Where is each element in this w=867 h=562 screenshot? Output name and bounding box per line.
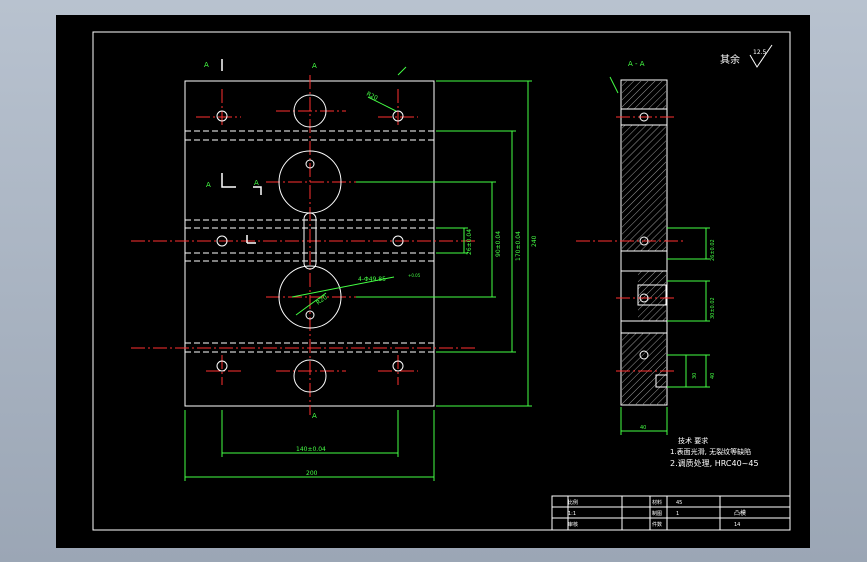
dim-holes: 4-Φ49.85: [358, 276, 386, 283]
tb-c2: 1:1: [568, 511, 576, 517]
section-hatch: [622, 81, 666, 405]
tb-c8: 件数: [652, 521, 662, 528]
section-view: A - A: [576, 60, 716, 435]
tb-c5: 制图: [652, 510, 662, 517]
border-frame: [92, 31, 791, 531]
side-dim-h1: 26±0.02: [710, 239, 716, 261]
dim-radius: R20: [315, 294, 329, 307]
dim-h2: 90±0.04: [495, 231, 502, 257]
hole-circles: [216, 94, 404, 393]
side-dim-w: 40: [640, 425, 646, 431]
dim-h1: 170±0.04: [515, 231, 522, 261]
notes-line1: 1.表面光滑, 无裂纹等缺陷: [670, 447, 751, 456]
section-label: A - A: [628, 60, 645, 68]
tb-c9: 1: [676, 511, 679, 517]
section-details: [621, 108, 668, 388]
section-center-lines: [576, 116, 686, 372]
hidden-lines: [185, 130, 434, 353]
technical-notes: 技术 要求 1.表面光滑, 无裂纹等缺陷 2.调质处理, HRC40~45: [670, 436, 759, 468]
cad-drawing: A A A A A: [92, 31, 791, 531]
tb-c7: 凸模: [734, 509, 746, 517]
tb-c3: 材料: [652, 499, 662, 506]
dim-radius-top: R20: [365, 91, 379, 103]
roughness-value: 12.5: [753, 49, 767, 56]
drawing-sheet: A A A A A: [56, 15, 810, 548]
dim-height-total: 240: [531, 235, 538, 247]
section-holes: [639, 112, 649, 360]
tb-c4: 45: [676, 500, 682, 506]
tb-c6: 审核: [568, 521, 578, 528]
side-dim-h4: 40: [710, 373, 716, 379]
dim-hole-tol: +0.05: [408, 273, 421, 278]
tb-c1: 比例: [568, 499, 578, 506]
side-dim-h2: 30±0.02: [710, 297, 716, 319]
section-dimensions: [609, 76, 710, 435]
section-markers: [221, 59, 262, 244]
title-block: 比例 材料 45 1:1 制图 1 凸模 审核 件数 14: [551, 495, 791, 531]
side-dim-h3: 30: [692, 373, 698, 379]
dim-h3: 26±0.04: [466, 229, 473, 255]
dim-hole-spacing: 140±0.04: [296, 446, 326, 453]
view-mark-a1: A: [204, 61, 209, 69]
dimension-lines: [184, 66, 532, 481]
tb-c10: 14: [734, 522, 740, 528]
view-mark-a2: A: [206, 181, 211, 189]
notes-line2: 2.调质处理, HRC40~45: [670, 458, 759, 468]
notes-title: 技术 要求: [678, 436, 708, 445]
view-mark-a4: A: [312, 412, 317, 420]
dim-width-total: 200: [306, 470, 318, 477]
roughness-check-icon: [749, 44, 773, 68]
main-view: A A A A A: [131, 59, 538, 481]
roughness-label: 其余: [720, 53, 740, 66]
view-mark-a5: A: [312, 62, 317, 70]
view-mark-a3: A: [254, 179, 259, 187]
roughness-symbol: 其余 12.5: [720, 44, 773, 68]
